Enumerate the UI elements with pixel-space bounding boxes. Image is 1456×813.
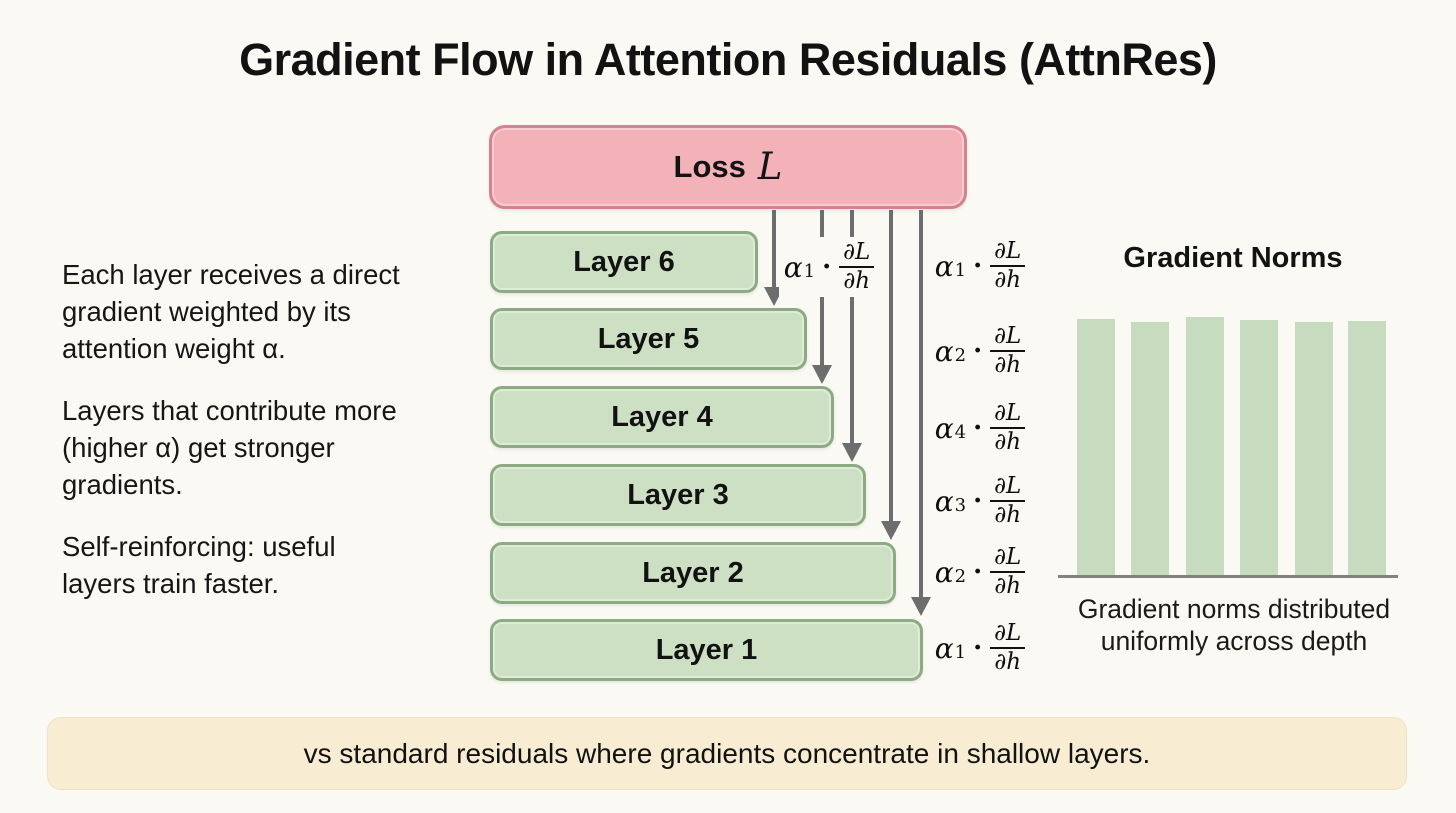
alpha-subscript: 2 [954,344,967,366]
alpha-symbol: α [934,334,954,368]
note-line: (higher α) get stronger [62,432,335,463]
chart-x-axis [1058,575,1398,578]
alpha-symbol: α [934,484,954,518]
dot-operator: · [973,413,983,443]
fraction-denominator: ∂h [843,268,871,294]
note-paragraph: Each layer receives a direct gradient we… [62,256,492,367]
fraction-numerator: ∂L [990,545,1026,573]
fraction: ∂L ∂h [990,239,1026,293]
dot-operator: · [973,486,983,516]
fraction-denominator: ∂h [994,267,1022,293]
alpha-subscript: 3 [954,494,967,516]
fraction-numerator: ∂L [990,239,1026,267]
chart-bar [1131,322,1169,576]
left-notes: Each layer receives a direct gradient we… [62,256,492,627]
note-line: layers train faster. [62,568,280,599]
layer-label: Layer 3 [627,478,729,511]
gradient-arrow-line-5 [919,210,923,598]
alpha-subscript: 2 [954,565,967,587]
dot-operator: · [973,633,983,663]
chart-bar [1186,317,1224,576]
arrow-head-icon [881,521,901,540]
note-line: Each layer receives a direct [62,259,400,290]
gradient-arrow-line-1 [772,210,776,288]
fraction-denominator: ∂h [994,573,1022,599]
arrow-head-icon [842,443,862,462]
alpha-symbol: α [934,555,954,589]
layer-box-6: Layer 6 [490,231,758,293]
fraction: ∂L ∂h [839,240,875,294]
fraction-numerator: ∂L [839,240,875,268]
chart-caption: Gradient norms distributed uniformly acr… [1050,593,1418,657]
alpha-symbol: α [934,631,954,665]
dot-operator: · [973,336,983,366]
note-line: attention weight α. [62,333,286,364]
comparison-banner: vs standard residuals where gradients co… [47,717,1407,790]
fraction-denominator: ∂h [994,649,1022,675]
layer-box-1: Layer 1 [490,619,923,681]
layer-label: Layer 4 [611,400,713,433]
layer-box-4: Layer 4 [490,386,834,448]
dot-operator: · [973,557,983,587]
chart-bar [1077,319,1115,576]
fraction: ∂L ∂h [990,324,1026,378]
chart-caption-line: uniformly across depth [1100,626,1368,656]
fraction-numerator: ∂L [990,621,1026,649]
chart-bar [1295,322,1333,576]
layer-box-3: Layer 3 [490,464,866,526]
fraction: ∂L ∂h [990,545,1026,599]
note-paragraph: Self-reinforcing: useful layers train fa… [62,528,492,602]
gradient-arrow-line-3 [850,210,854,444]
note-line: Layers that contribute more [62,395,397,426]
loss-math-symbol: L [757,144,783,188]
note-paragraph: Layers that contribute more (higher α) g… [62,392,492,503]
fraction-denominator: ∂h [994,429,1022,455]
layer-label: Layer 6 [573,245,675,278]
fraction: ∂L ∂h [990,621,1026,675]
fraction-denominator: ∂h [994,352,1022,378]
comparison-banner-text: vs standard residuals where gradients co… [303,737,1151,769]
arrow-head-icon [812,365,832,384]
fraction-numerator: ∂L [990,324,1026,352]
layer-box-5: Layer 5 [490,308,807,370]
chart-bar [1240,320,1278,576]
layer-label: Layer 2 [642,556,744,589]
fraction-denominator: ∂h [994,502,1022,528]
arrow-head-icon [911,597,931,616]
alpha-subscript: 4 [954,421,967,443]
alpha-subscript: 1 [803,260,816,282]
alpha-subscript: 1 [954,641,967,663]
chart-caption-line: Gradient norms distributed [1077,594,1391,624]
dot-operator: · [822,252,832,282]
layer-label: Layer 5 [597,322,700,355]
layer-box-2: Layer 2 [490,542,896,604]
alpha-subscript: 1 [954,259,967,281]
chart-title: Gradient Norms [1123,242,1343,274]
chart-bar [1348,321,1386,576]
alpha-symbol: α [783,250,803,284]
fraction: ∂L ∂h [990,401,1026,455]
gradient-arrow-line-4 [889,210,893,522]
note-line: gradient weighted by its [62,296,351,327]
note-line: Self-reinforcing: useful [62,531,336,562]
page-title: Gradient Flow in Attention Residuals (At… [239,34,1217,85]
fraction-numerator: ∂L [990,474,1026,502]
note-line: gradients. [62,469,183,500]
fraction: ∂L ∂h [990,474,1026,528]
alpha-symbol: α [934,411,954,445]
loss-box: Loss L [489,125,967,209]
alpha-symbol: α [934,249,954,283]
layer-label: Layer 1 [655,633,758,666]
loss-label: Loss [673,149,746,184]
fraction-numerator: ∂L [990,401,1026,429]
dot-operator: · [973,251,983,281]
